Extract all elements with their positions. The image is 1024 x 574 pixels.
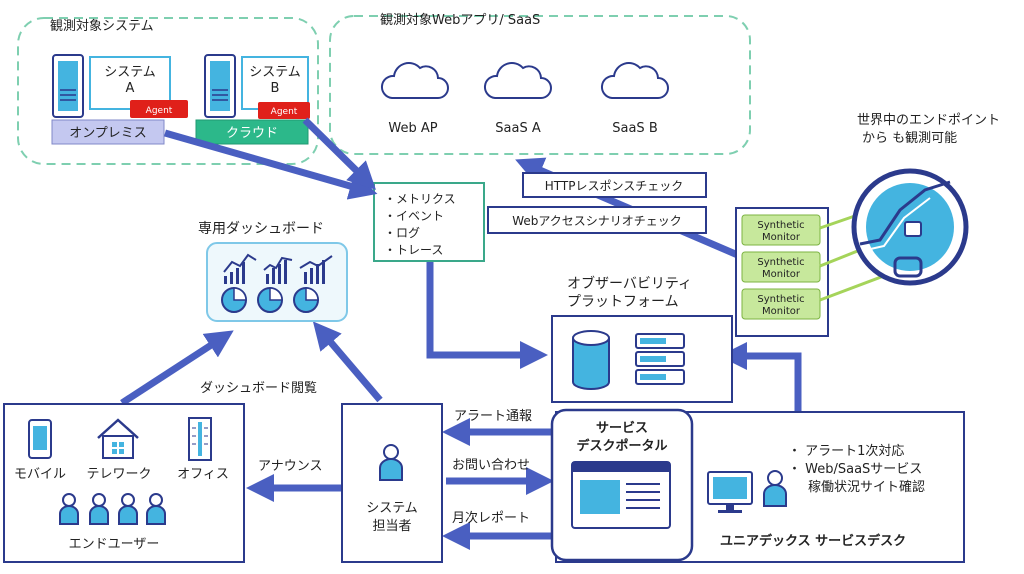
agent-badge-a	[130, 100, 188, 118]
monitor-label-1: Synthetic	[757, 257, 804, 268]
monitor-label-2: Monitor	[762, 269, 801, 280]
browser-window-icon	[571, 461, 671, 529]
platform-title-1: オブザーバビリティ	[567, 275, 692, 292]
system-b-box	[241, 56, 309, 110]
arrow-onprem-to-telemetry	[164, 129, 378, 200]
cloud-label-box	[195, 119, 309, 145]
cloud-saas-a-label: SaaS A	[495, 121, 541, 136]
platform-title-2: プラットフォーム	[567, 294, 679, 310]
office-building-icon	[188, 417, 212, 461]
globe-icon	[851, 168, 969, 286]
telework-label: テレワーク	[86, 467, 151, 482]
synthetic-monitor: Synthetic Monitor	[741, 288, 821, 320]
dashboard-title: 専用ダッシュボード	[198, 221, 324, 237]
system-a-label: システム	[104, 65, 156, 80]
desk-monitor-icon	[707, 471, 753, 513]
onprem-label: オンプレミス	[69, 126, 147, 141]
mobile-label: モバイル	[14, 467, 66, 482]
database-icon	[572, 330, 610, 390]
arrow-users-to-dashboard	[120, 330, 234, 406]
system-b-letter: B	[271, 81, 280, 96]
telemetry-box	[373, 182, 485, 262]
monitor-label-1: Synthetic	[757, 294, 804, 305]
operator-icon	[763, 470, 787, 507]
portal-title-1: サービス	[596, 420, 648, 436]
monitor-label-2: Monitor	[762, 232, 801, 243]
cloud-label: クラウド	[226, 126, 278, 141]
telemetry-item: ・メトリクス	[384, 192, 456, 206]
service-desk-name: ユニアデックス サービスデスク	[720, 533, 906, 549]
dashboard-chart-icon	[221, 253, 333, 313]
arrow-cloud-to-telemetry	[302, 117, 376, 190]
monitor-label-2: Monitor	[762, 306, 801, 317]
end-users-label: エンドユーザー	[69, 537, 160, 552]
desk-bullet-1: ・ アラート1次対応	[788, 443, 904, 459]
portal-title-2: デスクポータル	[576, 438, 667, 454]
web-check-label: Webアクセスシナリオチェック	[512, 214, 682, 228]
endpoint-note-1: 世界中のエンドポイント	[857, 113, 1000, 128]
system-b-label: システム	[249, 65, 301, 80]
observed-web-title: 観測対象Webアプリ/ SaaS	[380, 13, 540, 28]
agent-badge-b	[258, 102, 310, 119]
alert-label: アラート通報	[454, 409, 532, 424]
cloud-saas-a-icon	[483, 62, 552, 99]
cloud-web-ap-icon	[380, 62, 449, 99]
office-label: オフィス	[177, 467, 229, 482]
synthetic-monitor: Synthetic Monitor	[741, 214, 821, 246]
cloud-saas-b-label: SaaS B	[612, 121, 658, 136]
synthetic-monitor: Synthetic Monitor	[741, 251, 821, 283]
arrow-telemetry-to-platform	[426, 262, 548, 369]
monthly-report-label: 月次レポート	[452, 510, 530, 526]
web-check-box	[487, 206, 707, 234]
agent-a-label: Agent	[146, 106, 173, 116]
monitor-label-1: Synthetic	[757, 220, 804, 231]
onprem-label-box	[51, 119, 165, 145]
system-a-letter: A	[126, 81, 135, 96]
person-icon	[379, 444, 403, 481]
desk-bullet-2: ・ Web/SaaSサービス	[788, 462, 922, 477]
http-check-label: HTTPレスポンスチェック	[545, 179, 683, 193]
smartphone-icon	[28, 419, 52, 459]
agent-b-label: Agent	[271, 107, 298, 117]
arrow-admin-to-dashboard	[312, 321, 383, 403]
dashboard-view-label: ダッシュボード閲覧	[200, 380, 317, 396]
arrow-desk-to-platform	[719, 342, 802, 412]
telemetry-item: ・トレース	[384, 243, 443, 257]
observed-systems-group	[17, 17, 319, 165]
cloud-web-ap-label: Web AP	[388, 121, 437, 136]
server-a-icon	[52, 54, 84, 118]
admin-label-2: 担当者	[372, 519, 411, 534]
admin-box	[341, 403, 443, 563]
server-b-icon	[204, 54, 236, 118]
users-group-icon	[59, 493, 166, 525]
admin-label-1: システム	[366, 501, 418, 516]
http-check-box	[522, 172, 707, 198]
announce-label: アナウンス	[258, 459, 322, 474]
inquiry-label: お問い合わせ	[452, 458, 530, 473]
observed-web-group	[329, 15, 751, 155]
cloud-saas-b-icon	[600, 62, 669, 99]
telemetry-item: ・イベント	[384, 209, 444, 223]
desk-bullet-3: 稼働状況サイト確認	[808, 479, 925, 495]
server-rack-icon	[635, 333, 685, 385]
endpoint-note-2: から も観測可能	[862, 131, 957, 146]
house-icon	[97, 418, 139, 459]
observed-systems-title: 観測対象システム	[50, 19, 154, 34]
telemetry-item: ・ログ	[384, 226, 420, 240]
